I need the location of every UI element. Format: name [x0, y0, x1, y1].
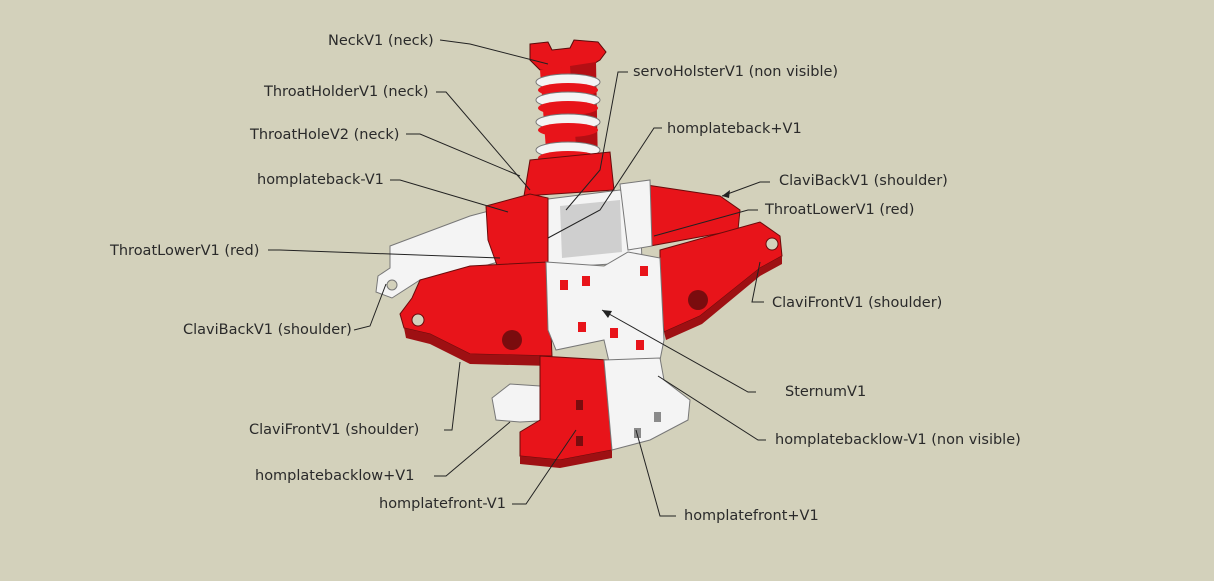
clavi-front-part	[399, 221, 783, 366]
clavi-back-part	[375, 179, 741, 299]
label-clavi-front-right: ClaviFrontV1 (shoulder)	[772, 295, 943, 311]
sternum-part	[545, 251, 665, 367]
label-clavi-back-right: ClaviBackV1 (shoulder)	[779, 173, 948, 189]
label-neck: NeckV1 (neck)	[328, 33, 434, 49]
label-homplatefront-plus: homplatefront+V1	[684, 508, 819, 524]
label-sternum: SternumV1	[785, 384, 867, 400]
label-homplateback-minus: homplateback-V1	[257, 172, 384, 188]
label-homplatefront-minus: homplatefront-V1	[379, 496, 506, 512]
label-clavi-front-left: ClaviFrontV1 (shoulder)	[249, 422, 420, 438]
neck-part	[523, 39, 615, 197]
label-throat-holder: ThroatHolderV1 (neck)	[264, 84, 429, 100]
label-throat-lower-right: ThroatLowerV1 (red)	[765, 202, 915, 218]
label-throat-hole: ThroatHoleV2 (neck)	[250, 127, 400, 143]
label-homplatebacklow-minus: homplatebacklow-V1 (non visible)	[775, 432, 1021, 448]
lower-plates	[491, 355, 691, 468]
label-servo-holster: servoHolsterV1 (non visible)	[633, 64, 839, 80]
label-clavi-back-left: ClaviBackV1 (shoulder)	[183, 322, 352, 338]
label-homplatebacklow-plus: homplatebacklow+V1	[255, 468, 415, 484]
label-homplateback-plus: homplateback+V1	[667, 121, 802, 137]
label-throat-lower-left: ThroatLowerV1 (red)	[110, 243, 260, 259]
leader-arrowheads	[602, 190, 730, 318]
leader-lines	[268, 39, 770, 517]
